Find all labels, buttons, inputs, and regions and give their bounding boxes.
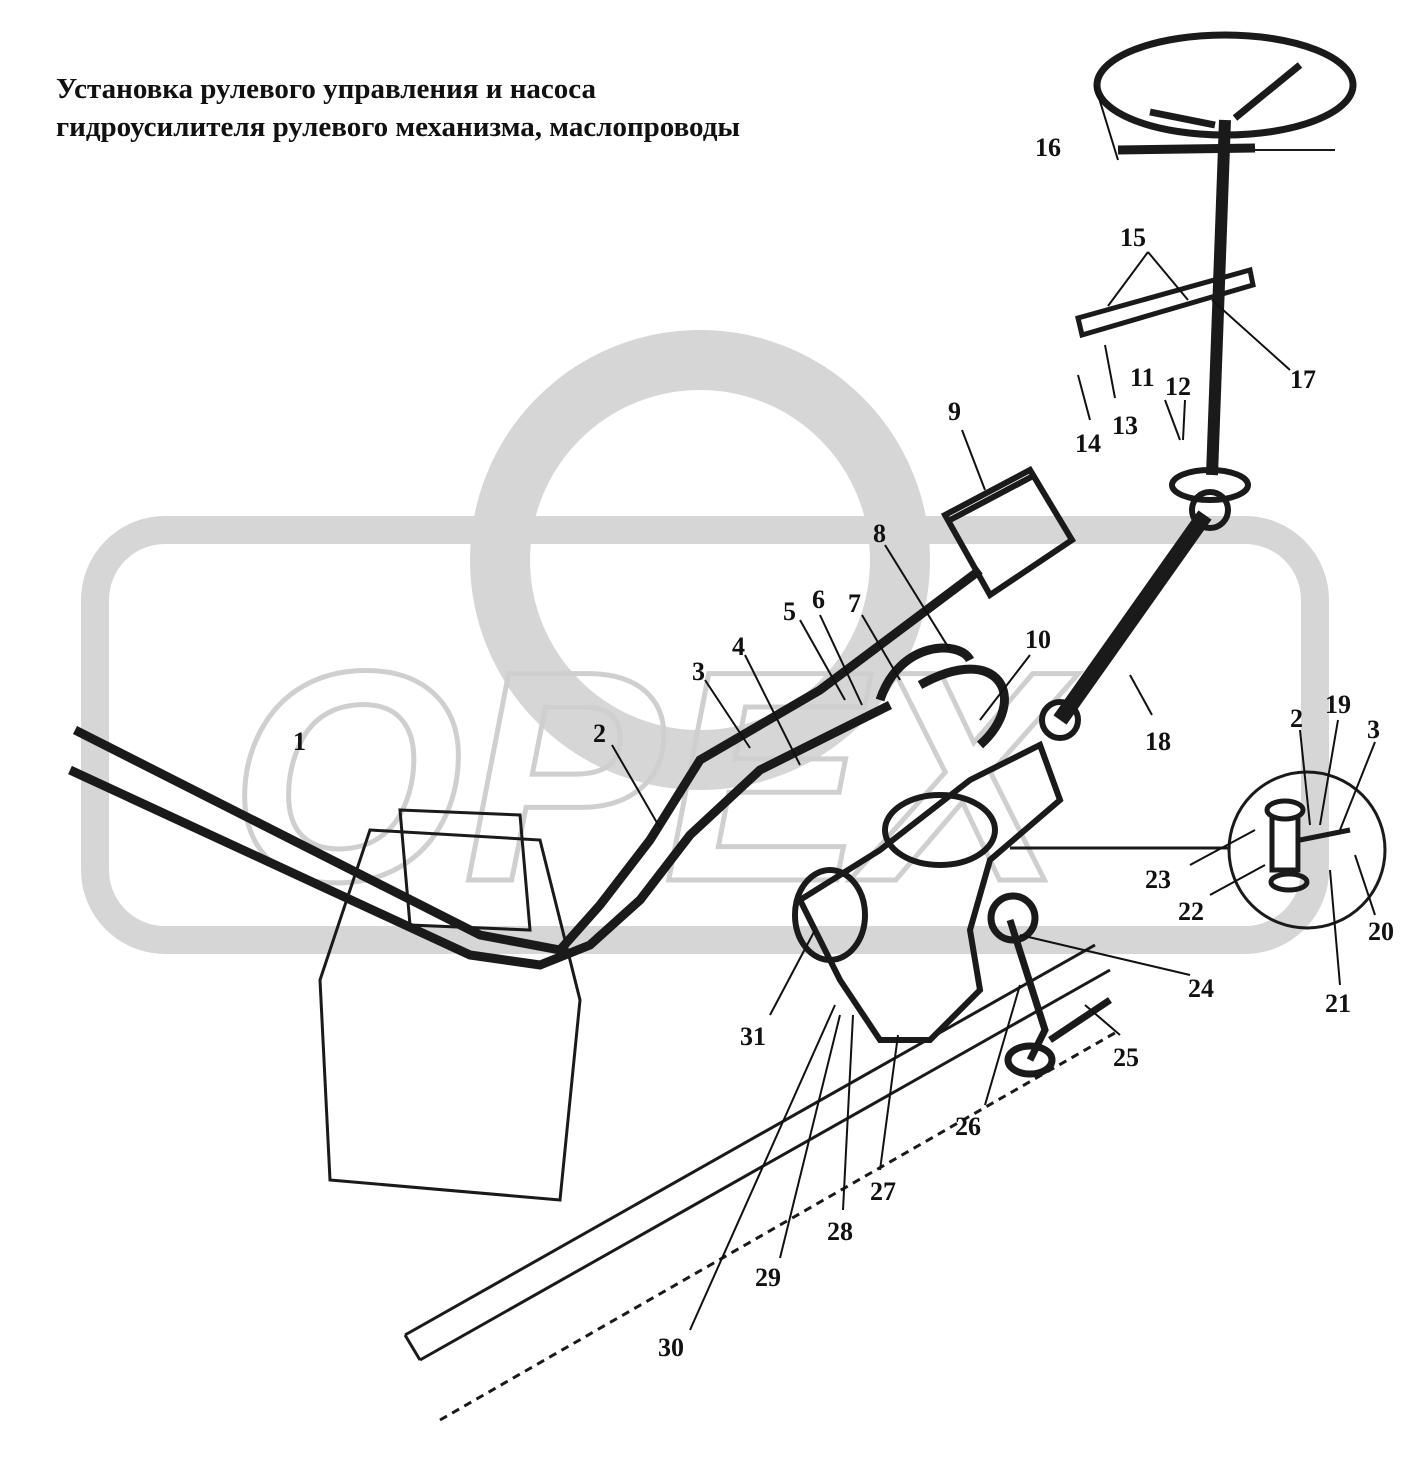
callout-8: 8 [873,519,886,548]
callout-23: 23 [1145,865,1171,894]
callout-30: 30 [658,1333,684,1362]
callout-19: 19 [1325,690,1351,719]
pitman-arm [987,892,1112,1078]
watermark-text: ОРЕХ [230,608,1079,944]
callout-5: 5 [783,597,796,626]
callout-13: 13 [1112,411,1138,440]
callout-24: 24 [1188,974,1214,1003]
steering-gear-box [792,740,1064,1043]
title-line-1: Установка рулевого управления и насоса [56,73,596,105]
callout-9: 9 [948,397,961,426]
callout-11: 11 [1130,363,1155,392]
callout-18: 18 [1145,727,1171,756]
column-flange [1169,467,1251,503]
diagram-title: Установка рулевого управления и насоса г… [56,70,740,146]
detail-inset [1010,770,1387,930]
cardan-shaft [1039,489,1231,741]
callout-28: 28 [827,1217,853,1246]
callout-12: 12 [1165,372,1191,401]
column-bracket [1075,266,1256,339]
radiator [318,808,582,1202]
callout-labels: 1 2 3 4 5 6 7 8 9 10 11 12 13 14 15 16 1… [293,133,1394,1362]
callout-26: 26 [955,1112,981,1141]
callout-31: 31 [740,1022,766,1051]
callout-29: 29 [755,1263,781,1292]
callout-21: 21 [1325,989,1351,1018]
watermark-logo: ОРЕХ [81,330,1329,954]
watermark-frame [81,516,1329,954]
callout-1: 1 [293,727,306,756]
callout-17: 17 [1290,365,1316,394]
callout-27: 27 [870,1177,896,1206]
callout-2: 2 [593,719,606,748]
callout-2-inset: 2 [1290,704,1303,733]
callout-3-inset: 3 [1367,715,1380,744]
callout-25: 25 [1113,1043,1139,1072]
title-line-2: гидроусилителя рулевого механизма, масло… [56,111,741,143]
callout-7: 7 [848,589,861,618]
callout-22: 22 [1178,897,1204,926]
callout-6: 6 [812,585,825,614]
callout-3: 3 [692,657,705,686]
oil-lines [68,566,1009,970]
callout-10: 10 [1025,625,1051,654]
callout-14: 14 [1075,429,1101,458]
leader-lines [611,84,1376,1331]
callout-16: 16 [1035,133,1061,162]
column-switch-lever [1117,143,1335,155]
frame-rail [403,943,1121,1422]
callout-4: 4 [732,632,745,661]
callout-15: 15 [1120,223,1146,252]
callout-20: 20 [1368,917,1394,946]
